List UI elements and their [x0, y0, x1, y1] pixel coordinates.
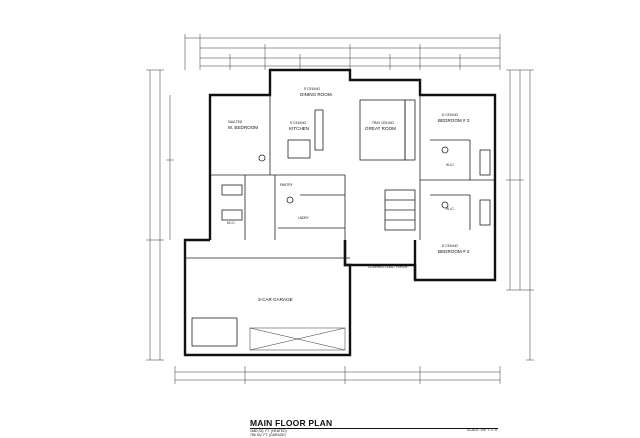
porch-label: COVERED CONC. PORCH [368, 265, 408, 269]
bottom-dimension-lines [174, 366, 501, 384]
pantry-label: PANTRY [280, 183, 294, 187]
side-dimension-lines [146, 69, 534, 361]
wic3-label: W.I.C. [446, 163, 455, 167]
great-room-label: GREAT ROOM [365, 126, 396, 131]
interior-walls [185, 95, 495, 259]
bedroom2-ceiling-note: 8' CEILING [442, 244, 459, 248]
master-bedroom-label: M. BEDROOM [228, 125, 258, 130]
dining-ceiling-note: 9' CEILING [304, 87, 321, 91]
great-room-ceiling-note: TRAY CEILING [372, 121, 394, 125]
garage-label: 3-CAR GARAGE [258, 297, 293, 302]
drawing-title: MAIN FLOOR PLAN [250, 418, 333, 428]
title-underline [250, 427, 498, 429]
wic2-label: W.I.C. [446, 207, 455, 211]
dining-room-label: DINING ROOM [300, 92, 332, 97]
exterior-walls [183, 68, 497, 357]
bedroom3-label: BEDROOM # 3 [438, 118, 470, 123]
kitchen-label: KITCHEN [289, 126, 309, 131]
scale-note: SCALE: 1/8" = 1'-0" [466, 428, 498, 432]
bedroom3-ceiling-note: 8' CEILING [442, 113, 459, 117]
garage-area-note: 756 SQ. FT. (GARAGE) [250, 433, 286, 437]
bedroom2-label: BEDROOM # 2 [438, 249, 470, 254]
master-wic-label: M.I.C. [227, 221, 236, 225]
master-vaulted-note: VAULTED [228, 120, 243, 124]
kitchen-ceiling-note: 9' CEILING [290, 121, 307, 125]
laundry-label: LNDRY [298, 216, 310, 220]
fixtures [191, 99, 491, 351]
room-labels: 9' CEILING DINING ROOM TRAY CEILING GREA… [227, 87, 470, 302]
heated-area-note: 1680 SQ. FT. (HEATED) [250, 429, 287, 433]
top-dimension-lines [184, 34, 501, 70]
